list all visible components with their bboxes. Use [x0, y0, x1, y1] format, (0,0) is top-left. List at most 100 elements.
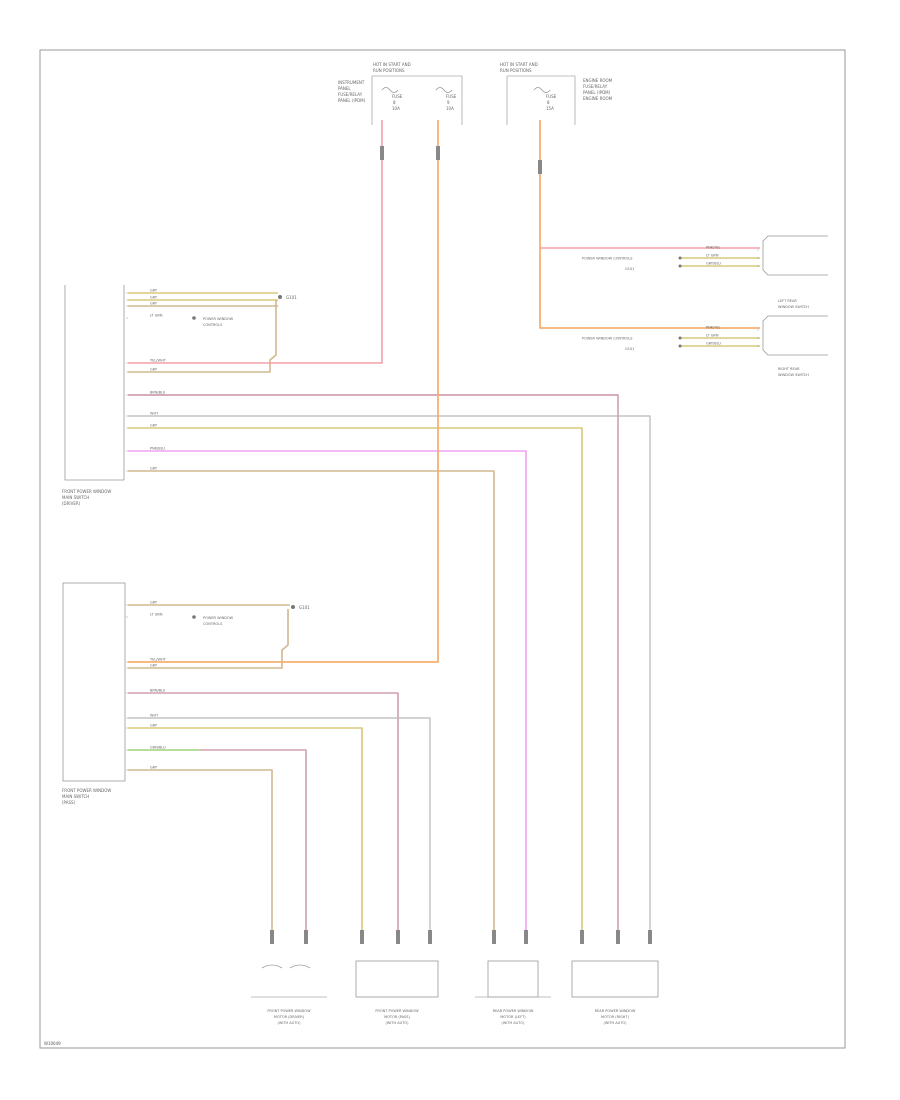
lower-module-wire-label: BRN/BLU: [150, 689, 166, 693]
fuse-a-symbol: [381, 87, 399, 93]
fuse-a-amp: 10A: [392, 106, 400, 111]
upper-module-wire-label: YEL/WHT: [150, 359, 167, 363]
lower-module-wire-label: YEL/WHT: [150, 658, 167, 662]
upper-splice-label: G101: [286, 295, 297, 300]
lower-note-line: CONTROLS: [203, 622, 223, 626]
upper-module-pin: •: [126, 299, 128, 303]
upper-ground-splice: [278, 295, 282, 299]
lower-to-driver-green-wire: [128, 749, 307, 930]
right-fuse-feed-wire: [539, 120, 760, 329]
motor-2-connector: [360, 930, 364, 944]
lr-switch-note-line: G101: [625, 267, 634, 271]
lr-switch-body: [762, 235, 828, 276]
lower-module-caption: (PASS): [62, 800, 76, 805]
lower-splice-label: G101: [299, 605, 310, 610]
lower-to-pass-mauve-wire: [128, 692, 399, 930]
wires-layer: [128, 120, 760, 930]
lower-module-wire-label: LT GRN: [150, 613, 163, 617]
motor-4-body: [571, 960, 659, 998]
lower-module-pin: •: [126, 727, 128, 731]
fuse-block-caption-line-1: INSTRUMENT: [338, 80, 365, 85]
fuse-block-header-line-1: HOT IN START AND: [373, 62, 411, 67]
lower-module-caption: FRONT POWER WINDOW: [62, 788, 111, 793]
rr-switch-note-line: G101: [625, 347, 634, 351]
upper-module-pin: •: [126, 415, 128, 419]
fuse-block-caption-line-2: PANEL: [338, 86, 351, 91]
upper-module-wire-label: GRY: [150, 289, 158, 293]
motor-1-connector: [270, 930, 274, 944]
rr-switch-wire-label: GRY/BLU: [706, 342, 721, 346]
lower-module-pin: •: [126, 717, 128, 721]
fuse-a-label: FUSE: [392, 94, 403, 99]
lower-module-wire-label: GRY: [150, 724, 158, 728]
lr-switch-caption: LEFT REAR: [778, 299, 797, 303]
lower-module-pin: •: [126, 749, 128, 753]
lower-module-caption: MAIN SWITCH: [62, 794, 89, 799]
upper-note-dot: [192, 316, 196, 320]
lr-switch-caption: WINDOW SWITCH: [778, 305, 809, 309]
upper-note-line: CONTROLS: [203, 323, 223, 327]
lower-module-pin: •: [126, 661, 128, 665]
right-fuse-connector: [538, 160, 542, 174]
lower-note-dot: [192, 615, 196, 619]
top-left-fuse-block: HOT IN START AND RUN POSITIONS INSTRUMEN…: [338, 62, 463, 125]
upper-module-pin: •: [126, 362, 128, 366]
fuse-block-caption-line-4: PANEL (IPDM): [338, 98, 366, 103]
upper-module-caption: FRONT POWER WINDOW: [62, 489, 111, 494]
upper-module-pin: •: [126, 292, 128, 296]
lower-ground-splice: [291, 605, 295, 609]
fuse-block-caption-line-3: FUSE/RELAY: [338, 92, 363, 97]
motor-2-caption: (WITH AUTO): [386, 1021, 410, 1025]
fuse-amp: 15A: [546, 106, 554, 111]
upper-module-pin: •: [126, 427, 128, 431]
upper-module-wire-label: PNK/BLU: [150, 447, 165, 451]
lr-switch-note-dot: [678, 264, 682, 268]
motor-3-caption: MOTOR (LEFT): [500, 1015, 526, 1019]
lr-switch-pin: •: [757, 265, 759, 269]
upper-module-wire-label: GRY: [150, 302, 158, 306]
fuse-b-amp: 10A: [446, 106, 454, 111]
fuse-block-caption-line-1: ENGINE ROOM: [583, 78, 613, 83]
lower-module-wire-label: GRN/BLU: [150, 746, 166, 750]
motor-2-caption: FRONT POWER WINDOW: [375, 1009, 419, 1013]
fuse-block-bracket: [371, 75, 463, 125]
upper-note-line: POWER WINDOW: [203, 317, 234, 321]
lr-switch-pin: •: [757, 257, 759, 261]
motor-1-caption: MOTOR (DRIVER): [274, 1015, 305, 1019]
diagram-frame: [39, 49, 846, 1049]
upper-module-pin: •: [126, 394, 128, 398]
rr-switch-wire-label: LT GRN: [706, 334, 719, 338]
rr-switch-pin: •: [757, 345, 759, 349]
rr-switch-wire-label: PNK/YEL: [706, 326, 721, 330]
fuse-b-label: FUSE: [446, 94, 457, 99]
fuse-label: FUSE: [546, 94, 557, 99]
upper-to-lr-tan-wire: [128, 470, 495, 930]
motor-1-connector: [304, 930, 308, 944]
upper-module-wire-label: GRY: [150, 296, 158, 300]
lr-switch-note-dot: [678, 256, 682, 260]
lr-switch-wire-label: LT GRN: [706, 254, 719, 258]
lower-note-line: POWER WINDOW: [203, 616, 234, 620]
fuse-number: 8: [547, 100, 550, 105]
lower-module-pin: •: [126, 692, 128, 696]
components-layer: [62, 146, 828, 998]
fuse-block-caption-line-4: ENGINE ROOM: [583, 96, 613, 101]
rr-switch-note-dot: [678, 344, 682, 348]
motor-4-caption: MOTOR (RIGHT): [601, 1015, 630, 1019]
motor-1-caption: FRONT POWER WINDOW: [267, 1009, 311, 1013]
upper-module-wire-label: WHT: [150, 412, 159, 416]
lr-switch-pin: •: [757, 249, 759, 253]
motor-3-caption: REAR POWER WINDOW: [493, 1009, 534, 1013]
motor-2-connector: [396, 930, 400, 944]
motor-3-body: [487, 960, 539, 998]
lower-module-wire-label: GRY: [150, 664, 158, 668]
motor-3-caption: (WITH AUTO): [502, 1021, 526, 1025]
top-right-fuse-block: HOT IN START AND RUN POSITIONS ENGINE RO…: [500, 62, 613, 125]
fuse-a-connector: [380, 146, 384, 160]
fuse-block-bracket: [506, 75, 576, 125]
fuse-symbol: [533, 87, 551, 93]
upper-to-rr-yellow-wire: [128, 427, 583, 930]
fuse-block-header-line-1: HOT IN START AND: [500, 62, 538, 67]
